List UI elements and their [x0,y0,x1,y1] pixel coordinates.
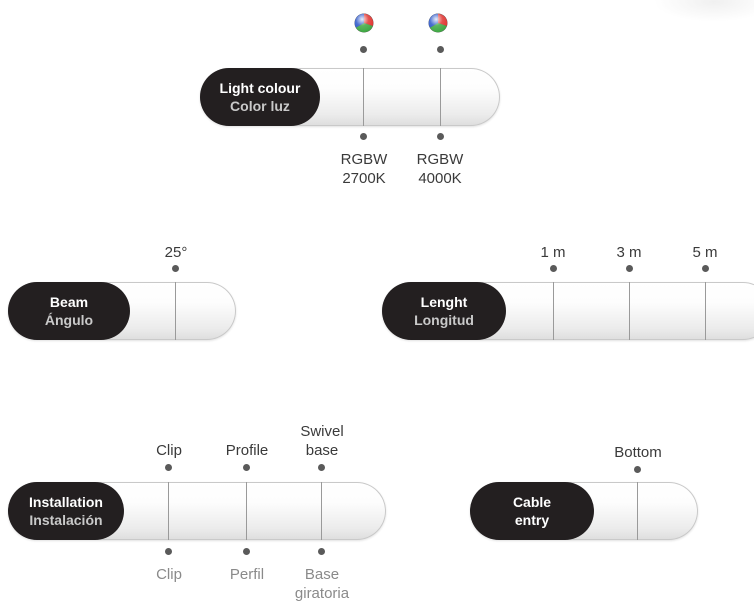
light-colour-option-2-line1: RGBW [416,151,464,168]
length-divider-2 [629,282,630,340]
installation-option-3-bottom-line1: Base [304,566,340,583]
light-colour-option-1-line2: 2700K [342,170,386,187]
cable-entry-label: Cable entry [470,482,594,540]
beam-dot [172,265,179,272]
installation-divider-1 [168,482,169,540]
length-option-1-label: 1 m [540,244,566,261]
installation-option-2-top: Profile [225,442,269,459]
length-divider-1 [553,282,554,340]
installation-dot-bottom-1 [165,548,172,555]
length-divider-3 [705,282,706,340]
light-colour-option-2-line2: 4000K [418,170,462,187]
installation-title: Installation [29,494,103,510]
installation-option-3-top-line1: Swivel [300,423,344,440]
installation-option-1-top: Clip [156,442,182,459]
decorative-shadow [654,0,754,22]
length-dot-3 [702,265,709,272]
beam-title: Beam [49,294,89,310]
length-option-3-label: 5 m [692,244,718,261]
light-colour-dot-top-2 [437,46,444,53]
installation-dot-top-2 [243,464,250,471]
beam-option-label: 25° [164,244,188,261]
installation-label: Installation Instalación [8,482,124,540]
installation-option-1-bottom: Clip [156,566,182,583]
installation-option-3-bottom-line2: giratoria [294,585,350,602]
light-colour-label: Light colour Color luz [200,68,320,126]
length-option-2-label: 3 m [616,244,642,261]
installation-dot-top-1 [165,464,172,471]
rgb-color-wheel-icon [428,13,448,33]
cable-entry-divider-1 [637,482,638,540]
light-colour-subtitle: Color luz [230,98,290,114]
installation-dot-top-3 [318,464,325,471]
installation-divider-2 [246,482,247,540]
installation-divider-3 [321,482,322,540]
installation-option-2-bottom: Perfil [229,566,265,583]
length-title: Lenght [420,294,468,310]
installation-dot-bottom-2 [243,548,250,555]
light-colour-option-1-line1: RGBW [340,151,388,168]
light-colour-dot-top-1 [360,46,367,53]
light-colour-divider-1 [363,68,364,126]
cable-entry-option-label: Bottom [614,444,662,461]
length-dot-2 [626,265,633,272]
light-colour-divider-2 [440,68,441,126]
length-label: Lenght Longitud [382,282,506,340]
light-colour-dot-bottom-2 [437,133,444,140]
cable-entry-title-line2: entry [514,512,550,528]
length-subtitle: Longitud [414,312,474,328]
cable-entry-dot [634,466,641,473]
rgb-color-wheel-icon [354,13,374,33]
installation-dot-bottom-3 [318,548,325,555]
light-colour-title: Light colour [219,80,301,96]
installation-option-3-top-line2: base [305,442,339,459]
installation-subtitle: Instalación [29,512,103,528]
cable-entry-title-line1: Cable [512,494,552,510]
beam-subtitle: Ángulo [44,312,94,328]
beam-label: Beam Ángulo [8,282,130,340]
length-dot-1 [550,265,557,272]
beam-divider-1 [175,282,176,340]
light-colour-dot-bottom-1 [360,133,367,140]
